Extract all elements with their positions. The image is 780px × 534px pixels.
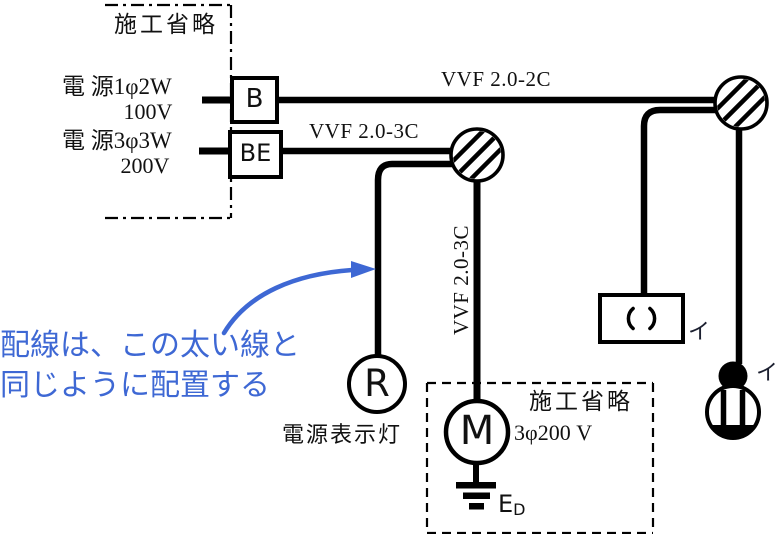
ground-symbol-icon [456,482,496,510]
source-1-label: 電 源1φ2W [62,74,172,99]
pilot-lamp-icon [347,354,407,414]
switch-dot-icon [718,361,748,391]
motor-spec: 3φ200 V [514,420,593,445]
ground-label-sub: D [513,500,526,519]
cable-label-vvf-3c: VVF 2.0-3C [309,119,420,143]
note-arrow-icon [221,261,376,336]
ceiling-rose-icon [598,293,685,344]
construction-omitted-label-top: 施工省略 [114,12,218,37]
source-1-voltage: 100V [123,99,173,124]
construction-omitted-label-bottom: 施工省略 [529,389,633,414]
cable-label-vvf-3c-vertical: VVF 2.0-3C [448,225,473,336]
ground-label-main: E [498,490,514,518]
junction-box-right-icon [713,75,769,131]
breaker-b-label: B [245,84,264,114]
breaker-b-box [230,76,279,124]
outlet-icon [705,384,761,440]
source-2-voltage: 200V [120,153,170,178]
device-tag-ceiling-rose: イ [688,319,711,344]
note-text-line2: 同じように配置する [0,368,270,403]
pilot-lamp-caption: 電源表示灯 [282,422,403,447]
ground-label: ED [498,490,526,519]
wire-to-ceiling-rose [640,106,716,294]
note-text-line1: 配線は、この太い線と [0,328,300,363]
breaker-be-box [228,130,283,179]
pilot-lamp-symbol: R [364,362,390,405]
motor-symbol: M [459,408,495,454]
source-2-label: 電 源3φ3W [62,128,172,153]
cable-label-vvf-2c: VVF 2.0-2C [441,67,552,91]
device-tag-switch: イ [756,360,779,385]
breaker-be-label: BE [239,139,272,167]
wires [199,96,743,483]
construction-omitted-border-bottom [425,381,655,534]
junction-box-left-icon [449,127,505,183]
motor-icon [443,398,511,466]
wire-to-pilot-lamp [374,160,453,357]
